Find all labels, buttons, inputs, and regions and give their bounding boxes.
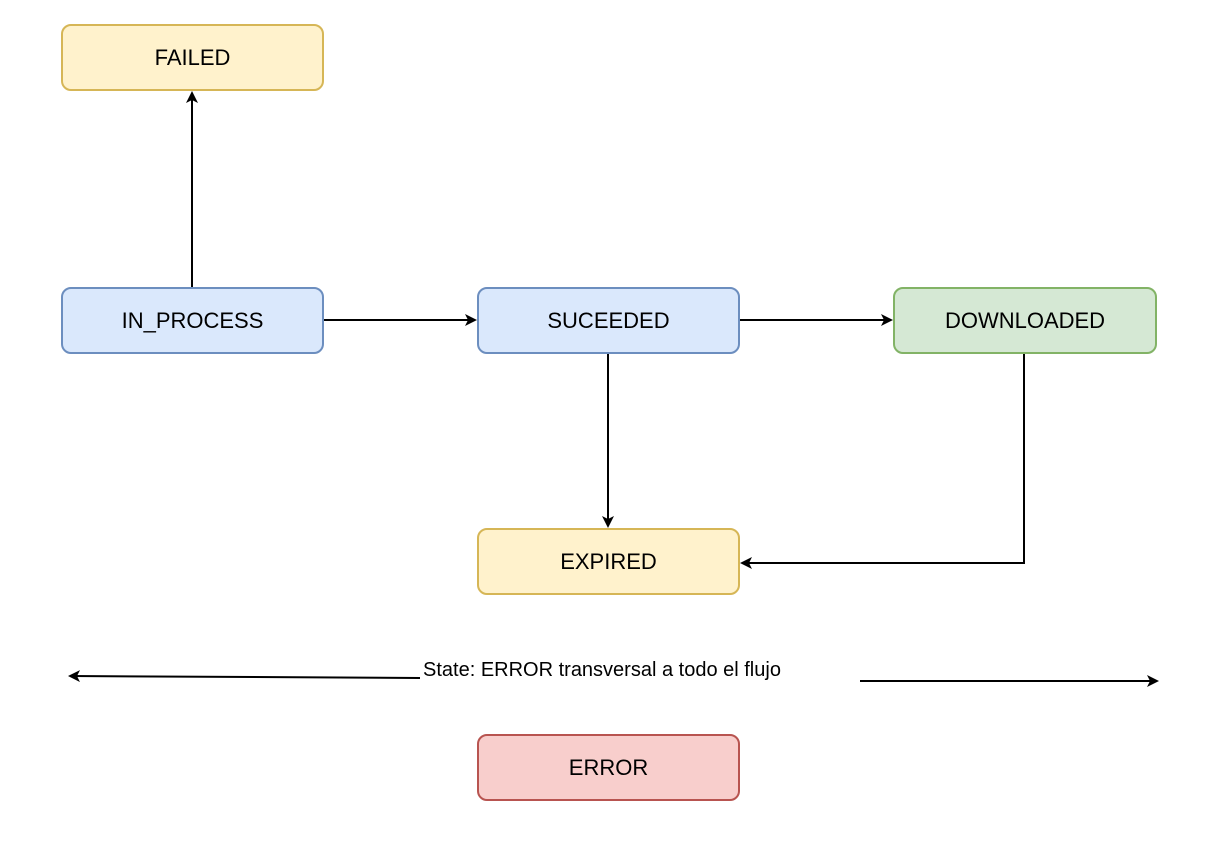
error-scope-note: State: ERROR transversal a todo el flujo [420,659,784,682]
state-failed[interactable]: FAILED [61,24,324,91]
state-error-label: ERROR [568,754,649,780]
state-in-process[interactable]: IN_PROCESS [61,287,324,354]
state-expired[interactable]: EXPIRED [477,528,740,595]
state-downloaded-label: DOWNLOADED [944,307,1106,333]
error-scope-arrow-left [68,670,421,683]
state-expired-label: EXPIRED [560,548,657,574]
state-failed-label: FAILED [154,44,231,70]
state-suceeded[interactable]: SUCEEDED [477,287,740,354]
state-in-process-label: IN_PROCESS [121,307,264,333]
state-suceeded-label: SUCEEDED [547,307,670,333]
state-downloaded[interactable]: DOWNLOADED [893,287,1157,354]
state-error[interactable]: ERROR [477,734,740,801]
edge-downloaded-to-expired [740,353,1025,569]
